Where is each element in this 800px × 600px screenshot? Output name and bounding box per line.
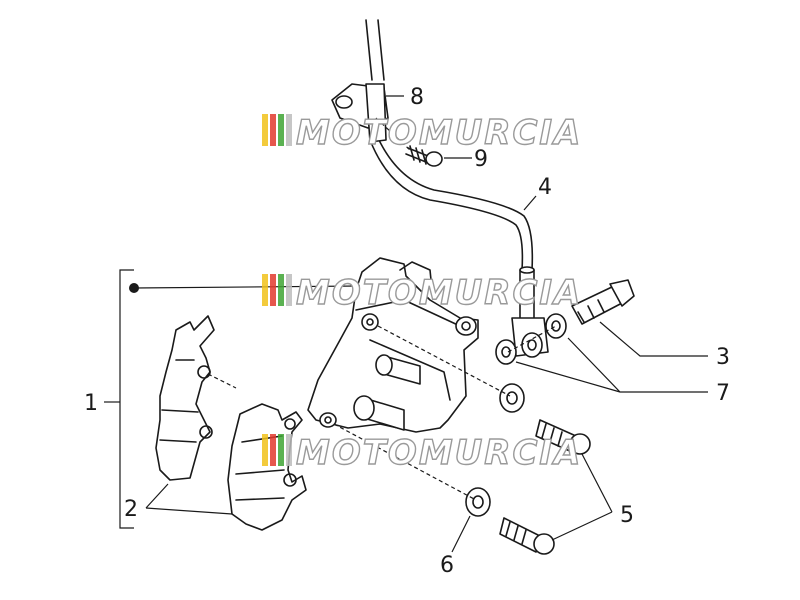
callout-4: 4 (538, 175, 552, 200)
watermark-flag-icon (262, 114, 292, 146)
brake-pad-left (155, 315, 215, 481)
copper-washers (495, 313, 567, 365)
hose-clamp (331, 83, 389, 143)
callout-7: 7 (716, 381, 730, 406)
banjo-bolt (571, 279, 635, 325)
watermark-flag-icon (262, 434, 292, 466)
caliper-washers (465, 383, 525, 517)
callout-5: 5 (620, 503, 634, 528)
brake-pad-right (227, 403, 307, 531)
callout-2: 2 (124, 497, 138, 522)
watermark-bottom: MOTOMURCIA (262, 432, 582, 474)
callout-3: 3 (716, 345, 730, 370)
leader-lines (104, 95, 708, 553)
watermark-text: MOTOMURCIA (296, 273, 582, 313)
clamp-screw (405, 145, 443, 167)
watermark-middle: MOTOMURCIA (262, 272, 582, 314)
watermark-text: MOTOMURCIA (296, 113, 582, 153)
callout-labels: 1 2 3 4 5 6 7 8 9 (84, 85, 730, 578)
callout-1: 1 (84, 391, 98, 416)
callout-9: 9 (474, 147, 488, 172)
watermark-text: MOTOMURCIA (296, 433, 582, 473)
watermark-top: MOTOMURCIA (262, 112, 582, 154)
alignment-lines (207, 117, 557, 501)
callout-6: 6 (440, 553, 454, 578)
callout-8: 8 (410, 85, 424, 110)
brake-caliper (307, 257, 479, 433)
caliper-bolts (499, 419, 591, 555)
watermark-flag-icon (262, 274, 292, 306)
